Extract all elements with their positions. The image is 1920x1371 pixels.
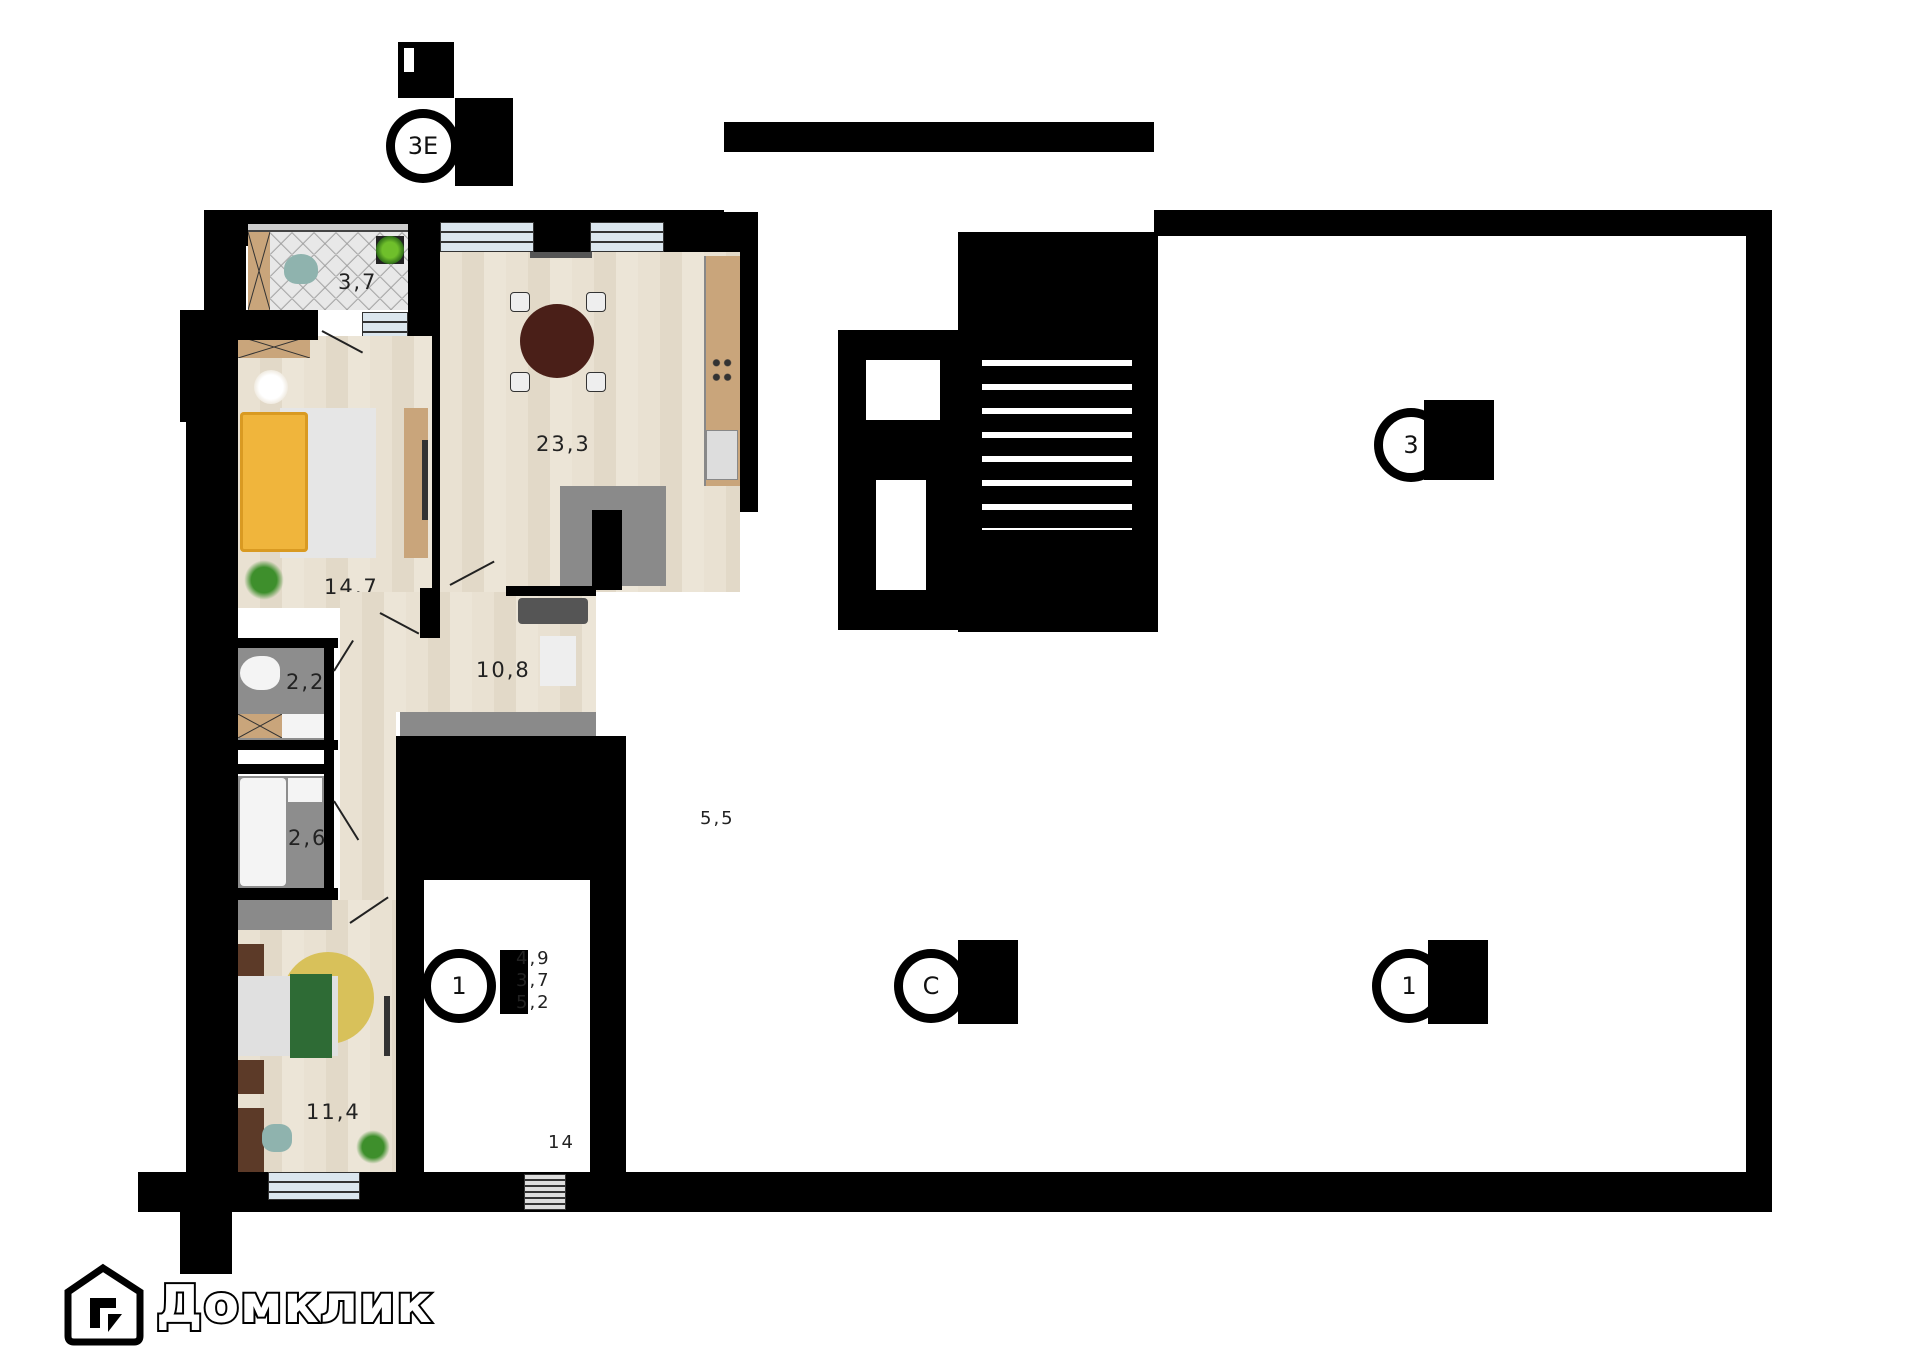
marker-block: [455, 98, 513, 186]
dining-chair-icon: [586, 292, 606, 312]
stair-stub-bottom: [180, 1212, 232, 1274]
apartment-marker-badge[interactable]: 3Е: [392, 115, 454, 177]
neighbor-area-1: 4,9: [516, 948, 551, 969]
balcony-railing: [248, 224, 408, 232]
window-balcony-door: [362, 312, 408, 340]
dining-chair-icon: [510, 292, 530, 312]
wall-bathroom-top: [238, 764, 324, 774]
radiator: [530, 252, 592, 258]
bed-cover: [290, 974, 332, 1058]
hallway-wardrobe: [400, 712, 596, 736]
elevator-car: [866, 360, 940, 420]
sink-icon: [706, 430, 738, 480]
wall-kitchen-right: [740, 212, 758, 512]
stairs-icon: [982, 360, 1132, 530]
nightstand-icon: [238, 944, 264, 978]
wall-living-top: [238, 310, 318, 340]
washbasin-icon: [288, 778, 322, 802]
plant-icon: [356, 1130, 390, 1164]
neighbor-zone-top: [760, 152, 1150, 232]
bathtub-icon: [240, 778, 286, 886]
outer-wall-top-middle: [724, 122, 1154, 152]
neighbor-apt-1-right-block: [1428, 940, 1488, 1024]
neighbor-apt-3-side: [1576, 348, 1728, 618]
plant-icon: [244, 560, 284, 600]
brand-name: Домклик: [154, 1273, 434, 1337]
dresser: [238, 1108, 264, 1172]
nightstand-icon: [238, 1060, 264, 1094]
neighbor-zone-corridor: [620, 640, 1660, 730]
neighbor-zone-left: [424, 880, 590, 1172]
neighbor-apt-3-room: [1344, 252, 1554, 534]
room-area-hallway: 10,8: [476, 658, 531, 682]
stair-block-top-inner: [404, 48, 414, 72]
outer-wall-bottom: [138, 1172, 1772, 1212]
tv-icon: [422, 440, 428, 520]
partial-area-label: 14: [548, 1132, 575, 1153]
wall-kitchen-shaft: [592, 510, 622, 590]
armchair-icon: [284, 254, 318, 284]
tv-icon: [384, 996, 390, 1056]
elevator-car-2: [876, 480, 926, 590]
toilet-icon: [240, 656, 280, 690]
stove-icon: [708, 352, 736, 388]
neighbor-apt-3-block: [1424, 400, 1494, 480]
neighbor-apt-1-left-badge[interactable]: 1: [428, 955, 490, 1017]
neighbor-apt-3-zone: [1188, 250, 1280, 600]
neighbor-zone-lift: [760, 232, 850, 612]
window-kitchen-right: [590, 222, 664, 252]
neighbor-studio-badge[interactable]: С: [900, 955, 962, 1017]
balcony-cabinet: [248, 232, 270, 310]
outer-wall-right: [1746, 210, 1772, 1210]
toilet-cabinet: [238, 714, 282, 738]
neighbor-area-column: [500, 950, 528, 1014]
outer-wall-top-right: [1154, 210, 1772, 236]
neighbor-zone-far-right: [1590, 910, 1730, 1170]
wall-wet-right: [324, 640, 334, 900]
washbasin-icon: [282, 714, 326, 738]
room-area-bathroom: 2,6: [288, 826, 328, 850]
neighbor-zone-mid: [1180, 880, 1350, 1170]
sofa-icon: [240, 412, 308, 552]
room-area-kitchen-living: 23,3: [536, 432, 591, 456]
neighbor-studio-block: [958, 940, 1018, 1024]
domclick-logo[interactable]: Домклик: [60, 1262, 434, 1348]
room-area-balcony: 3,7: [338, 270, 378, 294]
room-area-bedroom: 11,4: [306, 1100, 361, 1124]
plant-icon: [376, 236, 404, 264]
window-bedroom: [268, 1172, 360, 1200]
neighbor-area-2: 3,7: [516, 970, 551, 991]
entry-rug: [540, 636, 576, 686]
neighbor-area-3: 5,2: [516, 992, 551, 1013]
outer-wall-left: [186, 340, 238, 1212]
dining-chair-icon: [510, 372, 530, 392]
dining-chair-icon: [586, 372, 606, 392]
domclick-house-logo-icon: [64, 1263, 144, 1346]
armchair-icon: [262, 1124, 292, 1152]
room-area-toilet: 2,2: [286, 670, 326, 694]
wall-bathroom-bottom: [238, 888, 338, 900]
dining-table-icon: [520, 304, 594, 378]
wall-hall-left-stub: [420, 588, 440, 638]
window-bottom-stair: [524, 1174, 566, 1210]
wall-toilet-bottom: [238, 740, 338, 750]
bedroom-wardrobe: [238, 900, 332, 930]
doormat: [518, 598, 588, 624]
wall-toilet-top: [238, 638, 338, 648]
neighbor-apt-1-right-zone: [1368, 880, 1554, 1170]
floor-lamp-icon: [254, 370, 288, 404]
wall-hall-top: [506, 586, 596, 596]
room-area-common-corridor: 5,5: [700, 808, 735, 829]
window-kitchen-left: [440, 222, 534, 252]
